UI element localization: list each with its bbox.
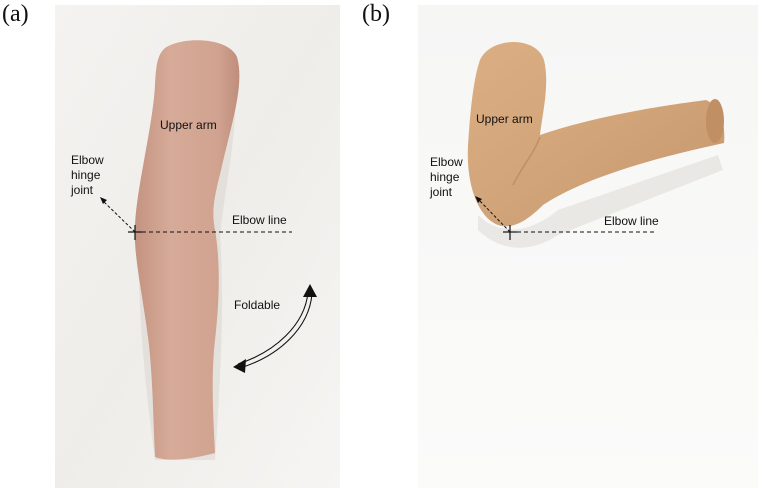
photo-b	[418, 5, 758, 488]
elbow-hinge-joint-line-1: Elbow	[71, 153, 104, 167]
prosthetic-arm-bent	[467, 41, 725, 227]
photo-a-scene	[55, 5, 340, 488]
prosthetic-arm-straight	[134, 40, 240, 460]
photo-b-scene	[418, 5, 758, 488]
elbow-hinge-joint-line-3: joint	[71, 183, 94, 197]
forearm-end-cap	[706, 99, 724, 143]
panel-label-a: (a)	[2, 1, 29, 27]
photo-a	[55, 5, 340, 488]
elbow-line-label-a: Elbow line	[232, 213, 287, 227]
upper-arm-label-b: Upper arm	[476, 112, 533, 126]
elbow-line-label-b: Elbow line	[604, 214, 659, 228]
elbow-hinge-joint-label-b: Elbow hinge joint	[430, 155, 480, 200]
elbow-crease	[512, 136, 541, 186]
elbow-hinge-joint-line-3-b: joint	[430, 185, 453, 199]
elbow-hinge-joint-line-1-b: Elbow	[430, 155, 463, 169]
elbow-hinge-joint-label-a: Elbow hinge joint	[71, 153, 121, 198]
arm-shadow-b	[478, 155, 723, 248]
elbow-hinge-joint-line-2: hinge	[71, 168, 101, 182]
foldable-label: Foldable	[234, 298, 281, 312]
upper-arm-label-a: Upper arm	[160, 118, 217, 132]
panel-label-b: (b)	[362, 1, 390, 27]
elbow-hinge-joint-line-2-b: hinge	[430, 170, 460, 184]
